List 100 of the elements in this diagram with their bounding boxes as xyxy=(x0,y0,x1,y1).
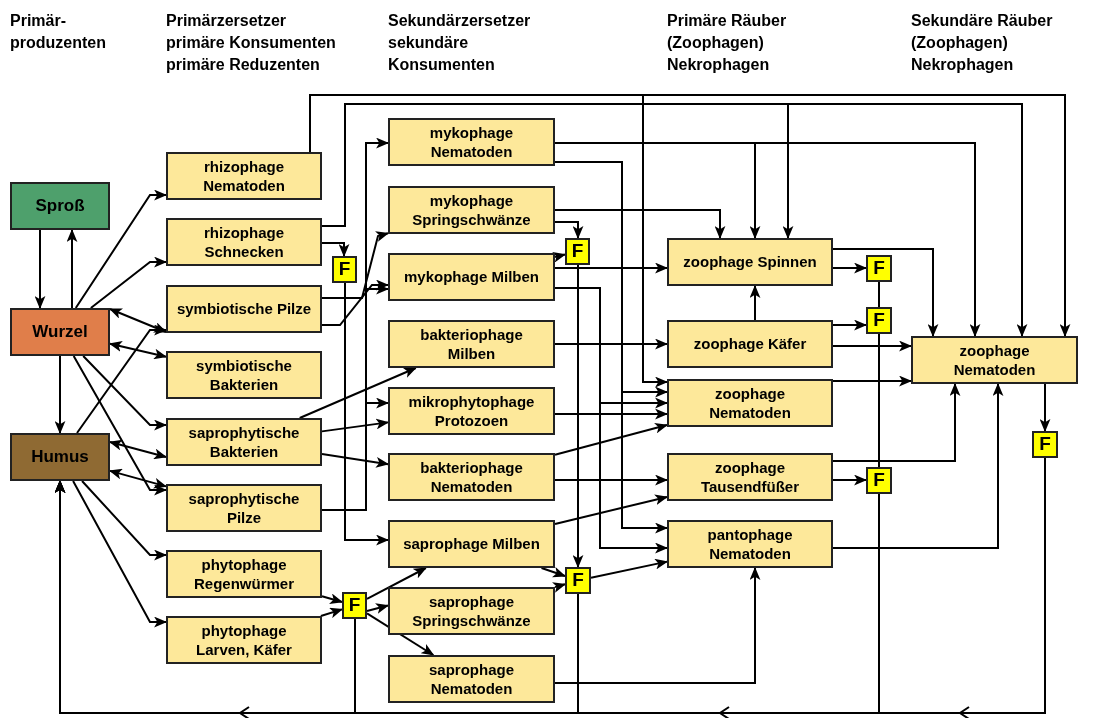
arrow xyxy=(552,582,567,593)
node-label: F xyxy=(572,568,584,593)
arrow xyxy=(554,566,761,684)
column-heading: Primärzersetzer xyxy=(166,11,287,31)
square-box xyxy=(866,307,892,334)
node-label: phytophage Regenwürmer xyxy=(193,554,295,594)
arrow xyxy=(832,262,868,274)
column-heading: primäre Reduzenten xyxy=(166,55,320,75)
square-box xyxy=(1032,431,1058,458)
node-label: F xyxy=(873,308,885,333)
process-box xyxy=(667,453,833,501)
arrow xyxy=(321,231,390,299)
node-label: mikrophytophage Protozoen xyxy=(407,391,536,431)
arrow xyxy=(832,248,939,338)
node-label: zoophage Käfer xyxy=(693,334,807,354)
process-box xyxy=(667,379,833,427)
arrow xyxy=(832,382,1004,549)
square-box xyxy=(565,567,591,594)
node-label: F xyxy=(571,239,584,264)
node-label: saprophytische Pilze xyxy=(187,488,301,528)
node-label: mykophage Springschwänze xyxy=(411,190,532,230)
column-heading: Sekundäre Räuber xyxy=(911,11,1053,31)
node-label: rhizophage Nematoden xyxy=(202,156,286,196)
process-box xyxy=(166,616,322,664)
column-heading: produzenten xyxy=(10,33,106,53)
node-label: Sproß xyxy=(35,194,85,217)
process-box xyxy=(166,218,322,266)
plant-box xyxy=(10,308,110,356)
arrow xyxy=(72,480,168,628)
arrow xyxy=(832,319,868,331)
node-label: F xyxy=(348,593,361,618)
arrow xyxy=(554,287,669,554)
node-label: symbiotische Bakterien xyxy=(195,355,293,395)
process-box xyxy=(388,320,555,368)
process-box xyxy=(166,418,322,466)
arrow xyxy=(309,94,669,388)
node-label: zoophage Nematoden xyxy=(952,340,1037,380)
process-box xyxy=(388,253,555,301)
arrow xyxy=(554,338,669,350)
process-box xyxy=(667,520,833,568)
node-label: saprophage Nematoden xyxy=(428,659,515,699)
arrow xyxy=(749,284,761,321)
soil-box xyxy=(10,433,110,481)
process-box xyxy=(911,336,1078,384)
arrow xyxy=(321,397,390,511)
arrow xyxy=(321,279,390,326)
node-label: bakteriophage Milben xyxy=(419,324,524,364)
column-heading: (Zoophagen) xyxy=(667,33,764,53)
node-label: zoophage Tausendfüßer xyxy=(699,457,801,497)
arrow xyxy=(81,480,168,561)
arrow xyxy=(832,375,913,387)
arrow xyxy=(366,567,427,600)
node-label: bakteriophage Nematoden xyxy=(419,457,524,497)
process-box xyxy=(166,484,322,532)
arrow xyxy=(109,308,167,333)
arrow xyxy=(832,382,961,462)
process-box xyxy=(388,387,555,435)
plant-box xyxy=(10,182,110,230)
node-label: saprophage Springschwänze xyxy=(411,591,532,631)
column-heading: (Zoophagen) xyxy=(911,33,1008,53)
process-box xyxy=(388,655,555,703)
arrow xyxy=(832,340,913,352)
process-box xyxy=(166,550,322,598)
arrow xyxy=(554,422,669,456)
node-label: Wurzel xyxy=(32,320,88,343)
process-box xyxy=(166,152,322,200)
process-box xyxy=(388,520,555,568)
arrow xyxy=(590,558,669,579)
arrow xyxy=(552,252,567,263)
arrow xyxy=(76,324,168,434)
node-label: Humus xyxy=(31,445,89,468)
square-box xyxy=(332,256,357,283)
node-label: zoophage Spinnen xyxy=(683,252,817,272)
process-box xyxy=(667,320,833,368)
arrow xyxy=(554,474,669,486)
arrow xyxy=(298,367,417,419)
process-box xyxy=(166,351,322,399)
arrow xyxy=(321,418,390,433)
node-label: zoophage Nematoden xyxy=(708,383,792,423)
node-label: F xyxy=(338,257,351,282)
square-box xyxy=(866,255,892,282)
column-heading: Nekrophagen xyxy=(911,55,1014,75)
column-heading: primäre Konsumenten xyxy=(166,33,336,53)
node-label: pantophage Nematoden xyxy=(706,524,794,564)
arrow xyxy=(554,221,584,240)
process-box xyxy=(667,238,833,286)
square-box xyxy=(866,467,892,494)
column-heading: Nekrophagen xyxy=(667,55,770,75)
node-label: F xyxy=(873,468,885,493)
arrow xyxy=(321,453,390,468)
square-box xyxy=(565,238,590,265)
process-box xyxy=(166,285,322,333)
node-label: F xyxy=(873,256,885,281)
arrow xyxy=(554,262,669,274)
arrow xyxy=(540,567,566,578)
node-label: mykophage Nematoden xyxy=(428,122,515,162)
arrow xyxy=(54,355,66,435)
column-heading: sekundäre xyxy=(388,33,469,53)
column-heading: Primär- xyxy=(10,11,67,31)
arrow xyxy=(89,256,168,309)
